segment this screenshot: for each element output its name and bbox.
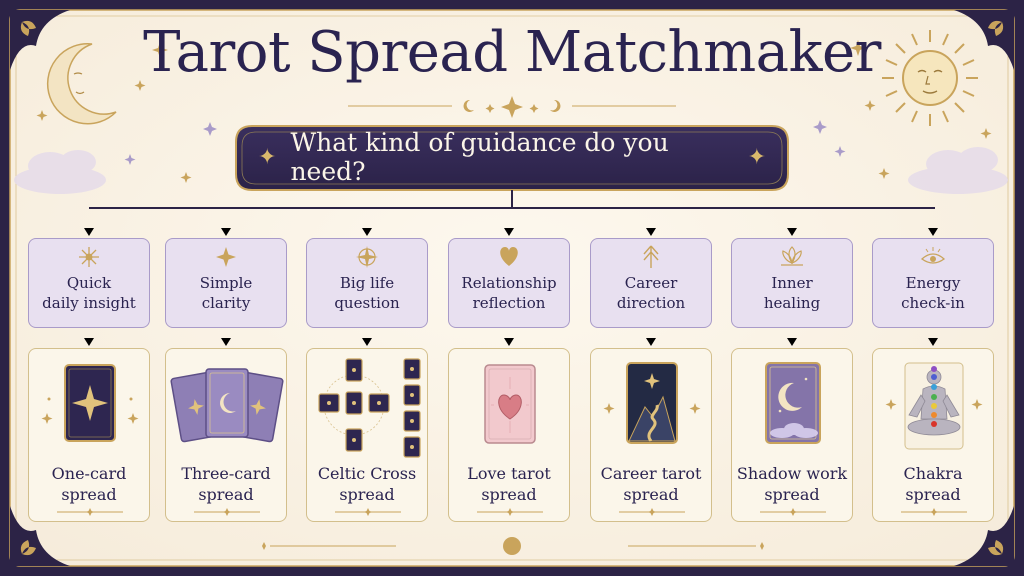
sparkle-icon: ✦ xyxy=(258,144,277,170)
crescent-moon-icon xyxy=(46,43,117,125)
connector-arrows xyxy=(84,228,938,346)
page-title: Tarot Spread Matchmaker xyxy=(143,20,881,85)
arrowhead-icon xyxy=(787,228,797,236)
lotus-icon xyxy=(781,246,803,266)
divider-icon xyxy=(194,508,260,516)
corner-ornament-top-right xyxy=(954,10,1014,70)
arrowhead-icon xyxy=(362,228,372,236)
compass-star-icon xyxy=(356,246,378,268)
divider-icon xyxy=(619,508,685,516)
pink-heart-card-art xyxy=(484,364,536,444)
corner-ornament-bottom-right xyxy=(954,506,1014,566)
single-card-star-art xyxy=(41,364,139,442)
mountain-path-card-art xyxy=(603,362,701,444)
meditating-chakra-figure-art xyxy=(885,362,983,450)
heart-icon xyxy=(500,247,518,266)
arrowhead-icon xyxy=(221,228,231,236)
arrowhead-icon xyxy=(787,338,797,346)
crescent-moon-card-art xyxy=(765,362,821,444)
divider-icon xyxy=(335,508,401,516)
tree-arrow-icon xyxy=(643,245,659,268)
corner-ornament-bottom-left xyxy=(10,506,70,566)
question-banner-shape xyxy=(235,125,789,191)
arrowhead-icon xyxy=(928,338,938,346)
question-banner: ✦ What kind of guidance do you need? ✦ xyxy=(244,128,780,186)
arrowhead-icon xyxy=(362,338,372,346)
arrowhead-icon xyxy=(221,338,231,346)
arrowhead-icon xyxy=(928,228,938,236)
sparkle-icon xyxy=(216,247,236,267)
eye-icon xyxy=(920,247,946,264)
arrowhead-icon xyxy=(504,228,514,236)
arrowhead-icon xyxy=(646,338,656,346)
celtic-cross-layout-art xyxy=(318,358,421,458)
cloud-left-icon xyxy=(14,150,106,194)
connector-lines xyxy=(89,190,935,209)
divider-icon xyxy=(760,508,826,516)
divider-icon xyxy=(477,508,543,516)
sparkle-icon: ✦ xyxy=(747,144,766,170)
sun-icon xyxy=(882,30,978,126)
bottom-moon-phases xyxy=(262,537,764,555)
three-cards-moon-art xyxy=(170,368,284,443)
cloud-right-icon xyxy=(908,147,1008,194)
sparkle-stars xyxy=(36,40,992,183)
lavender-stars xyxy=(124,120,846,165)
divider-icon xyxy=(57,508,123,516)
sunburst-icon xyxy=(79,247,99,267)
arrowhead-icon xyxy=(84,338,94,346)
arrowhead-icon xyxy=(646,228,656,236)
arrowhead-icon xyxy=(504,338,514,346)
arrowhead-icon xyxy=(84,228,94,236)
corner-ornament-top-left xyxy=(10,10,70,70)
divider-icon xyxy=(901,508,967,516)
title-divider xyxy=(348,96,676,118)
question-text: What kind of guidance do you need? xyxy=(290,128,669,186)
